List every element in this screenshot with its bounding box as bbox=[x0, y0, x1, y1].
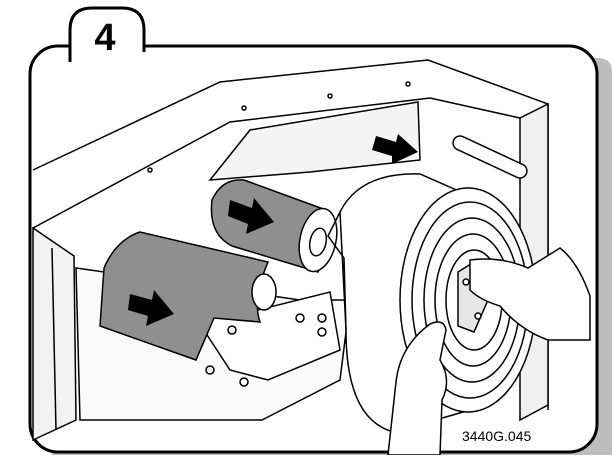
housing-screw bbox=[405, 81, 411, 87]
bracket-screw bbox=[227, 325, 237, 335]
arrow-right-icon bbox=[228, 198, 274, 234]
takeup-roll-end bbox=[251, 273, 277, 311]
housing-screw bbox=[147, 167, 153, 173]
housing-screw bbox=[241, 105, 247, 111]
hand-icon bbox=[387, 321, 448, 456]
ribbon-supply-core bbox=[308, 227, 328, 257]
figure-code: 3440G.045 bbox=[462, 428, 532, 444]
label-roll-lead bbox=[327, 211, 347, 331]
step-number: 4 bbox=[94, 16, 116, 59]
step-badge-gap bbox=[72, 44, 142, 50]
bracket-screw bbox=[239, 377, 249, 387]
bracket-screw bbox=[205, 365, 215, 375]
arrow-right-icon bbox=[372, 134, 418, 164]
control-panel-edge bbox=[51, 247, 57, 431]
hand-icon bbox=[469, 247, 591, 341]
hub-screw bbox=[462, 278, 470, 286]
media-slot bbox=[452, 135, 528, 179]
housing-screw bbox=[327, 93, 333, 99]
bracket-screw bbox=[317, 327, 327, 337]
printer-inner-panel bbox=[208, 101, 421, 181]
bracket-screw bbox=[317, 313, 327, 323]
hub-screw bbox=[474, 312, 482, 320]
printer-scene bbox=[32, 59, 591, 456]
ribbon-sheet bbox=[99, 231, 270, 361]
bracket-screw bbox=[295, 313, 305, 323]
arrow-right-icon bbox=[128, 290, 174, 326]
